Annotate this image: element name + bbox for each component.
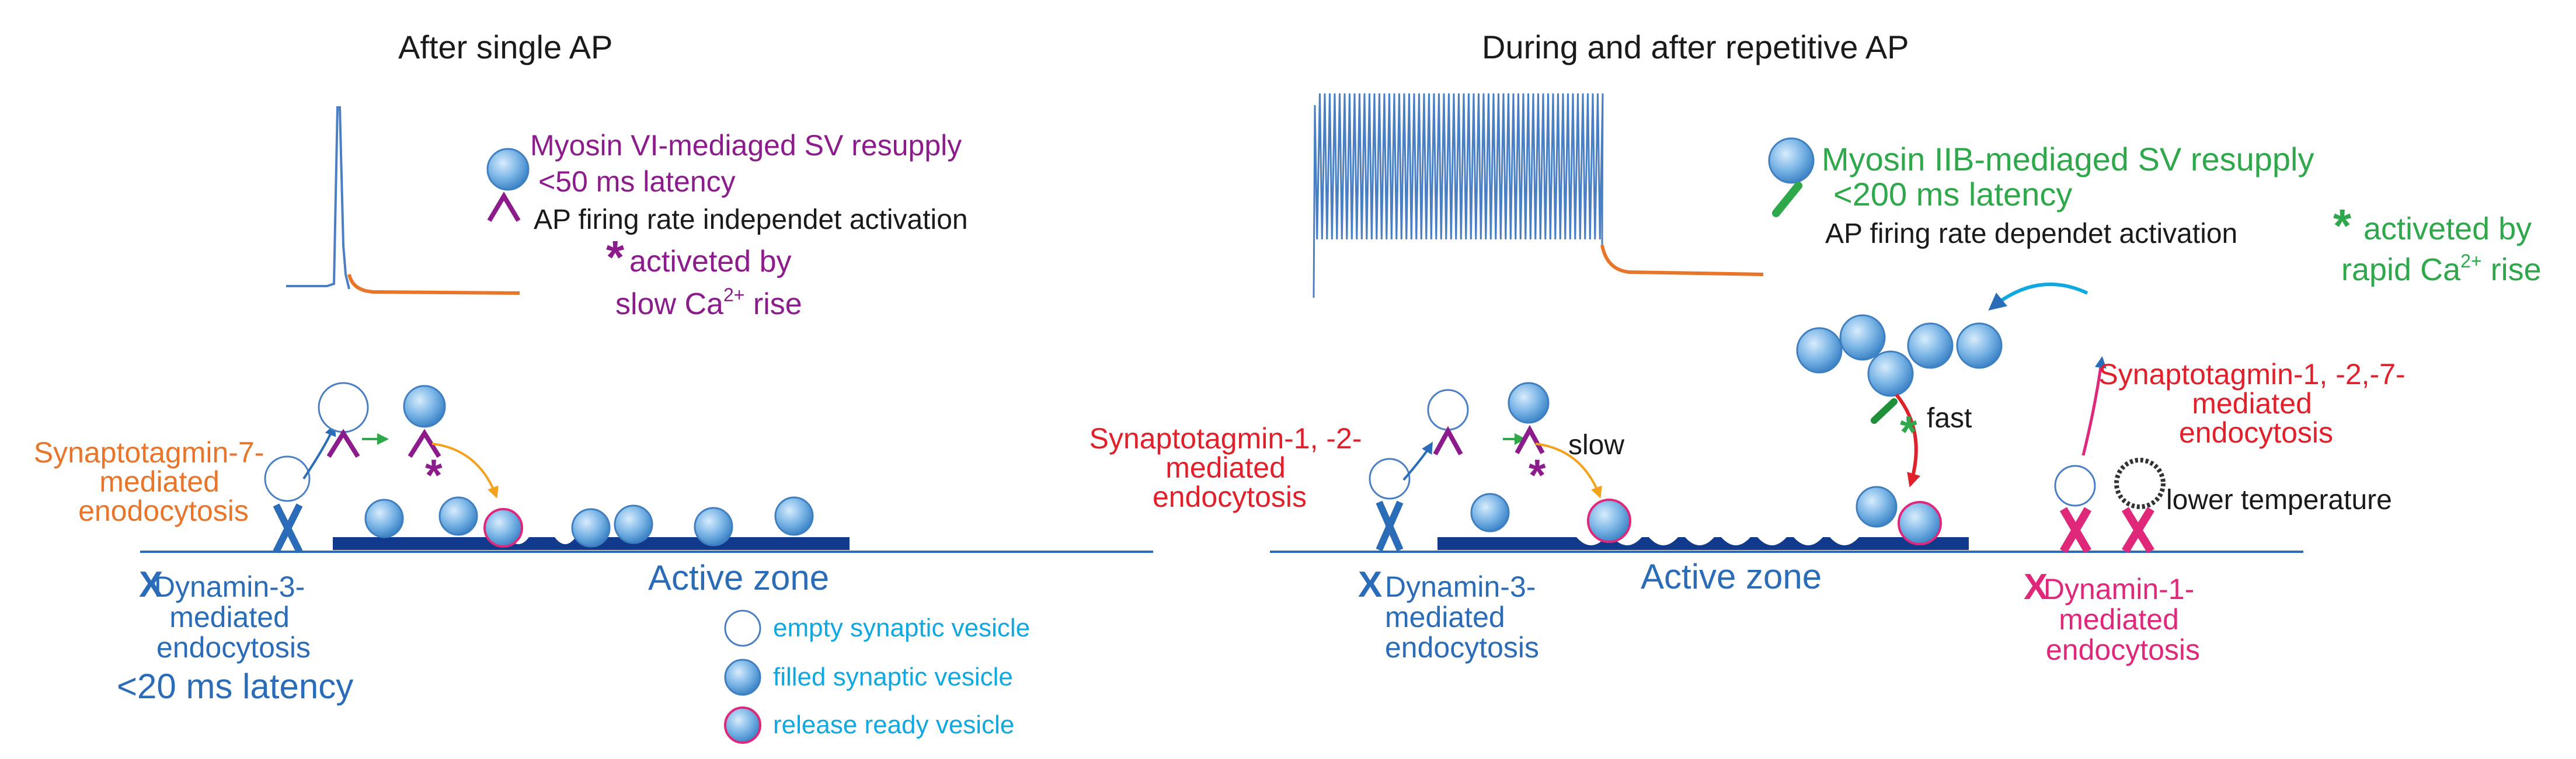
dynamin-3-x-icon: X <box>1358 565 1382 605</box>
filled-vesicle <box>571 508 611 548</box>
left-vesicles <box>364 496 814 548</box>
legend-ready-icon <box>724 706 761 744</box>
filled-vesicle <box>1839 314 1886 361</box>
syt12-label: Synaptotagmin-1, -2- mediated endocytosi… <box>1089 422 1370 513</box>
empty-vesicle <box>318 382 369 433</box>
dynamin-3-label: Dynamin-3- mediated endocytosis <box>154 570 313 664</box>
filled-vesicle <box>614 504 653 544</box>
filled-vesicle <box>438 496 478 536</box>
legend-ready-label: release ready vesicle <box>773 711 1014 739</box>
right-slow-asterisk: * <box>1529 451 1546 500</box>
myosin-vi-asterisk: * <box>606 231 625 283</box>
right-panel-title: During and after repetitive AP <box>1482 29 1909 65</box>
filled-vesicle <box>1796 327 1843 374</box>
empty-vesicle <box>1427 389 1469 431</box>
filled-vesicle <box>1508 382 1550 424</box>
syt7-label: Synaptotagmin-7- mediated enodocytosis <box>34 436 273 527</box>
myosin-vi-latency: <50 ms latency <box>538 165 736 198</box>
myosin-vi-motor-icon <box>326 429 360 458</box>
filled-vesicle <box>694 507 733 546</box>
myosin-vi-activated-line: activeted by <box>629 245 792 278</box>
legend: empty synaptic vesicle filled synaptic v… <box>724 610 1030 744</box>
legend-empty-label: empty synaptic vesicle <box>773 614 1030 642</box>
myosin-iib-latency: <200 ms latency <box>1833 176 2072 213</box>
filled-vesicle <box>774 496 814 536</box>
slow-label: slow <box>1568 430 1624 461</box>
myosin-vi-title: Myosin VI-mediaged SV resupply <box>530 129 962 162</box>
right-active-zone-label: Active zone <box>1641 557 1822 596</box>
myosin-iib-motor-icon <box>1871 398 1898 424</box>
dynamin-1-x-icon: X <box>2024 567 2048 607</box>
myosin-iib-activated-line: activeted by <box>2363 211 2532 246</box>
right-fast-path: * fast <box>1796 282 2088 488</box>
empty-vesicle <box>2054 465 2096 507</box>
filled-vesicle <box>1956 322 2003 369</box>
left-panel-title: After single AP <box>398 29 612 65</box>
empty-vesicle <box>1369 458 1411 500</box>
filled-vesicle <box>1867 350 1914 397</box>
legend-empty-icon <box>724 610 761 647</box>
filled-vesicle <box>1768 137 1815 184</box>
right-dynamin-3-label: Dynamin-3- mediated endocytosis <box>1385 570 1544 664</box>
right-endocytosis-site: lower temperature <box>2054 356 2392 553</box>
filled-vesicle <box>486 148 530 191</box>
legend-filled-label: filled synaptic vesicle <box>773 663 1013 691</box>
right-dynamin-1-label: Dynamin-1- mediated endocytosis <box>2044 573 2202 666</box>
myosin-vi-motor-icon <box>408 429 441 458</box>
dynamin-3-x-icon <box>1376 500 1404 552</box>
lower-temperature-label: lower temperature <box>2166 485 2392 516</box>
coated-vesicle-icon <box>2114 458 2166 509</box>
myosin-iib-motor-icon <box>1772 182 1802 217</box>
left-latency-label: <20 ms latency <box>117 667 353 706</box>
myosin-iib-asterisk: * <box>2333 200 2352 252</box>
release-ready-vesicle <box>1898 501 1942 545</box>
filled-vesicle <box>1470 493 1510 532</box>
myosin-vi-motor-icon <box>1515 424 1545 454</box>
repetitive-ap-trace <box>1313 93 1764 298</box>
right-slow-path: * slow <box>1369 382 1624 552</box>
left-resupply-path: * <box>264 382 499 553</box>
left-asterisk: * <box>425 451 443 500</box>
filled-vesicle <box>1907 322 1954 369</box>
dynamin-1-x-icon <box>2059 507 2092 553</box>
filled-vesicle <box>403 385 446 428</box>
myosin-vi-motor-icon <box>1433 426 1463 455</box>
release-ready-vesicle <box>1587 499 1631 543</box>
legend-filled-icon <box>724 659 761 696</box>
syt127-label: Synaptotagmin-1, -2,-7- mediated endocyt… <box>2098 358 2413 449</box>
filled-vesicle <box>1856 486 1898 528</box>
myosin-vi-ca-line: slow Ca2+ rise <box>615 284 802 321</box>
dynamin-3-x-icon <box>273 503 303 553</box>
myosin-iib-activation: AP firing rate dependet activation <box>1825 218 2237 249</box>
empty-vesicle <box>264 455 311 502</box>
dynamin-1-x-icon <box>2122 507 2154 553</box>
myosin-vi-activation: AP firing rate independet activation <box>534 204 968 235</box>
myosin-iib-ca-line: rapid Ca2+ rise <box>2341 250 2542 287</box>
left-active-zone-label: Active zone <box>648 558 829 597</box>
filled-vesicle <box>364 499 404 538</box>
myosin-vi-group: Myosin VI-mediaged SV resupply <50 ms la… <box>486 129 968 321</box>
fast-label: fast <box>1927 403 1972 434</box>
myosin-iib-title: Myosin IIB-mediaged SV resupply <box>1822 141 2314 177</box>
myosin-vi-motor-icon <box>487 192 521 222</box>
right-membrane <box>1270 537 2303 553</box>
fast-asterisk: * <box>1900 408 1917 457</box>
myosin-iib-group: Myosin IIB-mediaged SV resupply <200 ms … <box>1768 137 2542 287</box>
single-ap-trace <box>286 106 520 295</box>
release-ready-vesicle <box>483 508 523 548</box>
right-vesicles <box>1470 486 1942 545</box>
dynamin-3-x-icon: X <box>139 565 163 605</box>
